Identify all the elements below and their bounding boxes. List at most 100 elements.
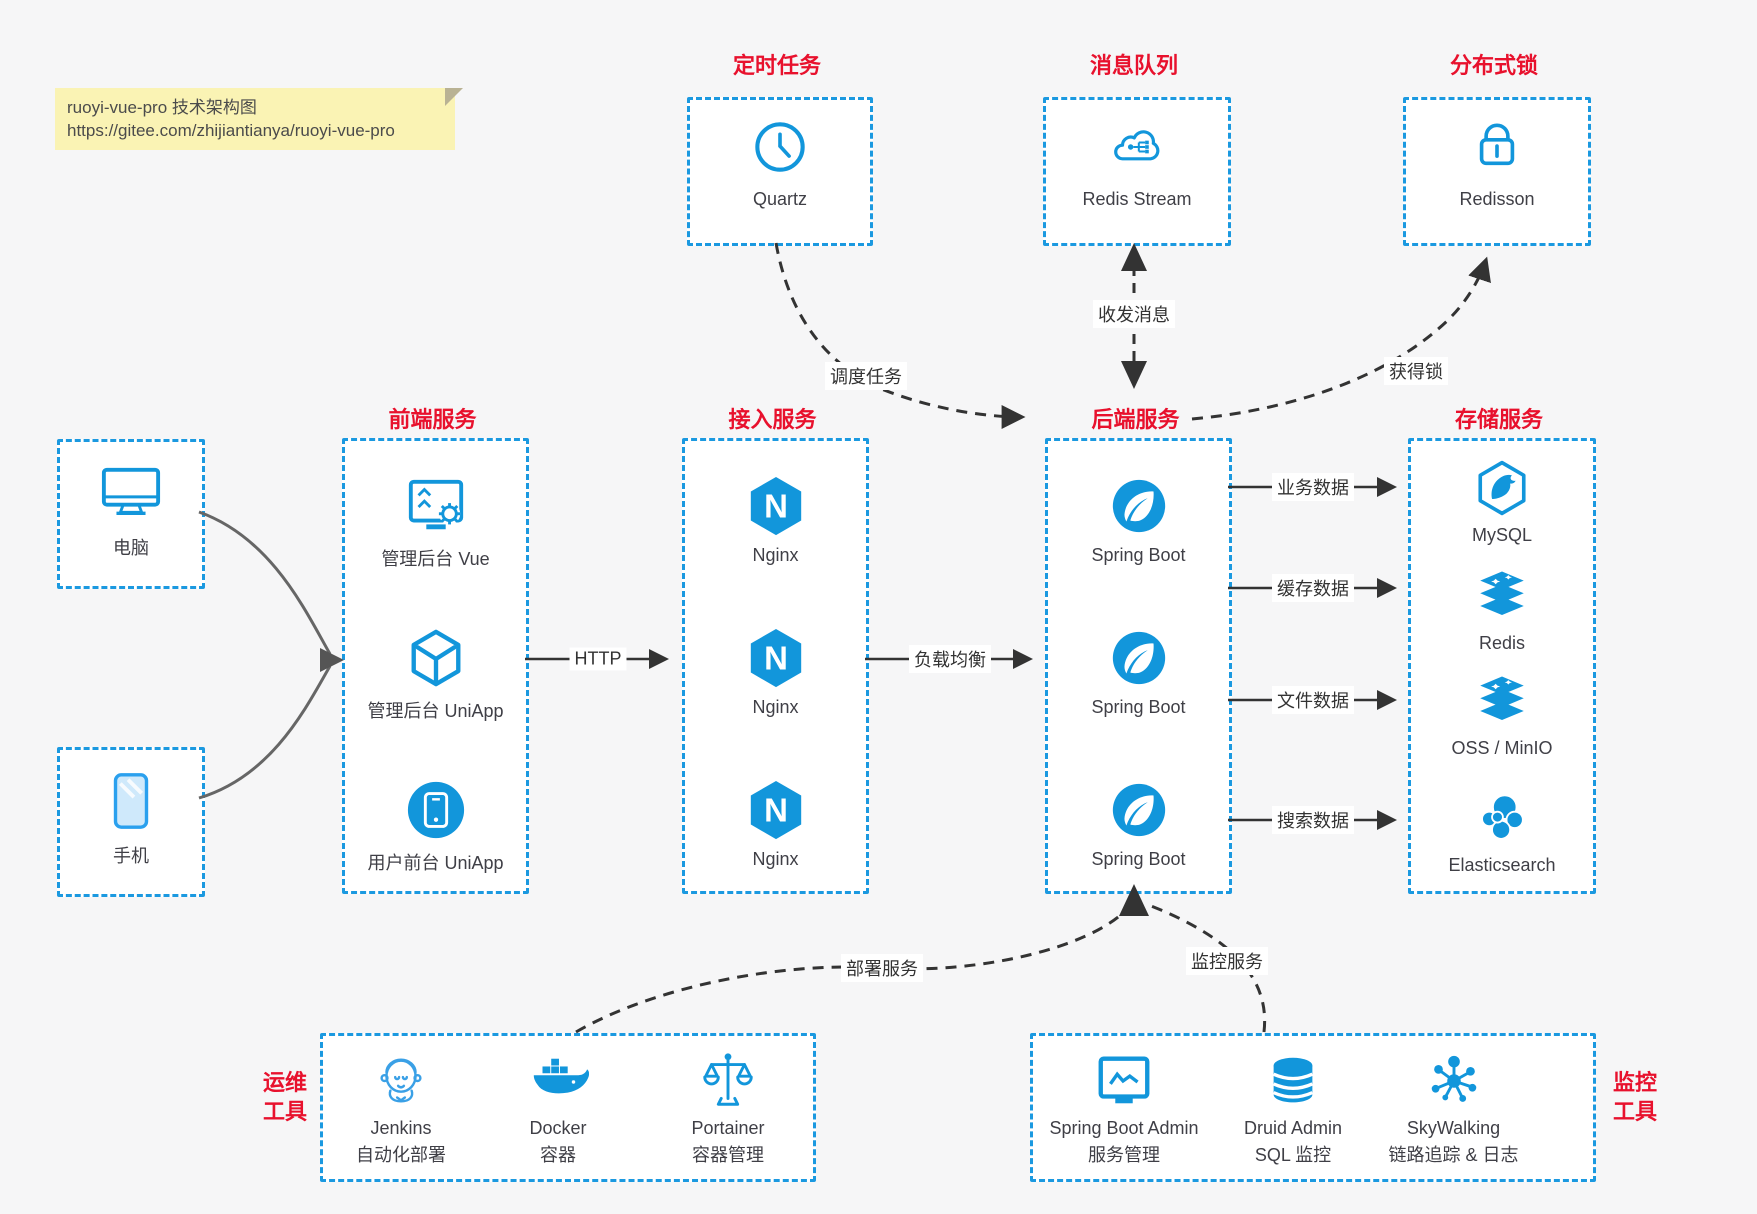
item-sublabel: 容器管理: [692, 1145, 764, 1165]
note-title: ruoyi-vue-pro 技术架构图: [67, 98, 257, 117]
redis-icon: [1473, 567, 1531, 625]
devops-box: Jenkins 自动化部署 Docker 容器: [320, 1033, 816, 1182]
spring-boot-icon: [1108, 779, 1170, 841]
item-label: 电脑: [113, 538, 149, 558]
item-label: Spring Boot: [1091, 545, 1186, 565]
sticky-note: ruoyi-vue-pro 技术架构图 https://gitee.com/zh…: [55, 88, 463, 150]
item-label: Quartz: [752, 189, 808, 209]
item-label: Spring Boot: [1091, 697, 1186, 717]
devops-item: Portainer 容器管理: [668, 1050, 788, 1167]
item-sublabel: 服务管理: [1088, 1145, 1160, 1165]
gateway-item: N Nginx: [685, 779, 866, 870]
item-sublabel: 链路追踪 & 日志: [1388, 1145, 1519, 1165]
group-title-devops: 运维 工具: [262, 1070, 307, 1124]
portainer-icon: [697, 1050, 759, 1112]
frontend-item: 管理后台 Vue: [345, 475, 526, 571]
monitoring-item: Druid Admin SQL 监控: [1223, 1050, 1363, 1167]
nginx-icon: N: [745, 779, 807, 841]
monitoring-item: Spring Boot Admin 服务管理: [1038, 1050, 1210, 1167]
item-label: Docker: [529, 1118, 587, 1138]
uniapp-cube-icon: [405, 627, 467, 689]
item-sublabel: 容器: [540, 1145, 576, 1165]
frontend-box: 管理后台 Vue 管理后台 UniApp: [342, 438, 529, 894]
gateway-item: N Nginx: [685, 627, 866, 718]
group-title-mq: 消息队列: [1089, 53, 1178, 78]
svg-text:N: N: [764, 640, 788, 677]
spring-boot-icon: [1108, 627, 1170, 689]
item-label: Jenkins: [370, 1118, 432, 1138]
arrowhead: [1121, 243, 1147, 271]
edge-label-http: HTTP: [569, 647, 627, 671]
edge-label-cache-data: 缓存数据: [1272, 574, 1354, 602]
group-title-scheduler: 定时任务: [732, 53, 821, 78]
edge-label-monitor: 监控服务: [1186, 947, 1268, 975]
backend-item: Spring Boot: [1048, 779, 1229, 870]
edge-label-messaging: 收发消息: [1093, 300, 1175, 328]
note-fold-corner: [445, 88, 463, 106]
phone-box: 手机: [57, 747, 205, 897]
edge-label-business-data: 业务数据: [1272, 473, 1354, 501]
smartphone-icon: [100, 770, 162, 832]
item-label: Nginx: [752, 849, 799, 869]
svg-text:N: N: [764, 488, 788, 525]
skywalking-icon: [1423, 1050, 1485, 1112]
item-label: MySQL: [1471, 525, 1532, 545]
item-label: Nginx: [752, 697, 799, 717]
group-title-lock: 分布式锁: [1449, 53, 1538, 78]
admin-dashboard-icon: [404, 475, 468, 537]
nginx-icon: N: [745, 475, 807, 537]
group-title-monitoring: 监控 工具: [1612, 1070, 1657, 1124]
item-label: Portainer: [691, 1118, 765, 1138]
oss-minio-icon: [1473, 672, 1531, 730]
item-sublabel: 自动化部署: [356, 1145, 446, 1165]
arrowhead: [320, 648, 344, 672]
backend-item: Spring Boot: [1048, 627, 1229, 718]
mobile-app-icon: [405, 779, 467, 841]
scheduler-box: Quartz: [687, 97, 873, 246]
storage-item: Redis: [1411, 567, 1593, 654]
item-sublabel: SQL 监控: [1254, 1145, 1332, 1165]
docker-icon: [527, 1050, 589, 1112]
nginx-icon: N: [745, 627, 807, 689]
backend-item: Spring Boot: [1048, 475, 1229, 566]
edge-label-acquire-lock: 获得锁: [1384, 357, 1448, 385]
item-label: Redis: [1478, 633, 1526, 653]
edge-schedule-task: [774, 242, 1026, 429]
edge-label-deploy: 部署服务: [841, 954, 923, 982]
storage-item: Elasticsearch: [1411, 789, 1593, 876]
item-label: Redisson: [1459, 189, 1535, 209]
druid-icon: [1262, 1050, 1324, 1112]
group-title-frontend: 前端服务: [388, 407, 477, 432]
item-label: 手机: [113, 846, 149, 866]
mq-box: Redis Stream: [1043, 97, 1231, 246]
devops-item: Jenkins 自动化部署: [341, 1050, 461, 1167]
jenkins-icon: [370, 1050, 432, 1112]
computer-box: 电脑: [57, 439, 205, 589]
item-label: Spring Boot Admin: [1049, 1118, 1199, 1138]
elasticsearch-icon: [1473, 789, 1531, 847]
item-label: 管理后台 Vue: [381, 549, 490, 569]
monitoring-item: SkyWalking 链路追踪 & 日志: [1366, 1050, 1541, 1167]
mysql-icon: [1473, 459, 1531, 517]
note-url: https://gitee.com/zhijiantianya/ruoyi-vu…: [67, 121, 395, 140]
edge-label-load-balance: 负载均衡: [909, 645, 991, 673]
item-label: 管理后台 UniApp: [367, 701, 504, 721]
frontend-item: 用户前台 UniApp: [345, 779, 526, 875]
backend-box: Spring Boot Spring Boot Spring Boot: [1045, 438, 1232, 894]
arrowhead: [1121, 361, 1147, 389]
spring-boot-icon: [1108, 475, 1170, 537]
desktop-icon: [100, 462, 162, 524]
item-label: Nginx: [752, 545, 799, 565]
group-title-gateway: 接入服务: [728, 407, 817, 432]
lock-icon: [1468, 118, 1526, 176]
edge-phone-to-frontend: [198, 665, 332, 800]
svg-text:N: N: [764, 792, 788, 829]
gateway-box: N Nginx N Nginx N Nginx: [682, 438, 869, 894]
devops-item: Docker 容器: [498, 1050, 618, 1167]
edge-label-schedule-task: 调度任务: [825, 362, 907, 390]
edge-acquire-lock: [1191, 256, 1491, 421]
edge-computer-to-frontend: [198, 510, 332, 655]
clock-icon: [751, 118, 809, 176]
gateway-item: N Nginx: [685, 475, 866, 566]
